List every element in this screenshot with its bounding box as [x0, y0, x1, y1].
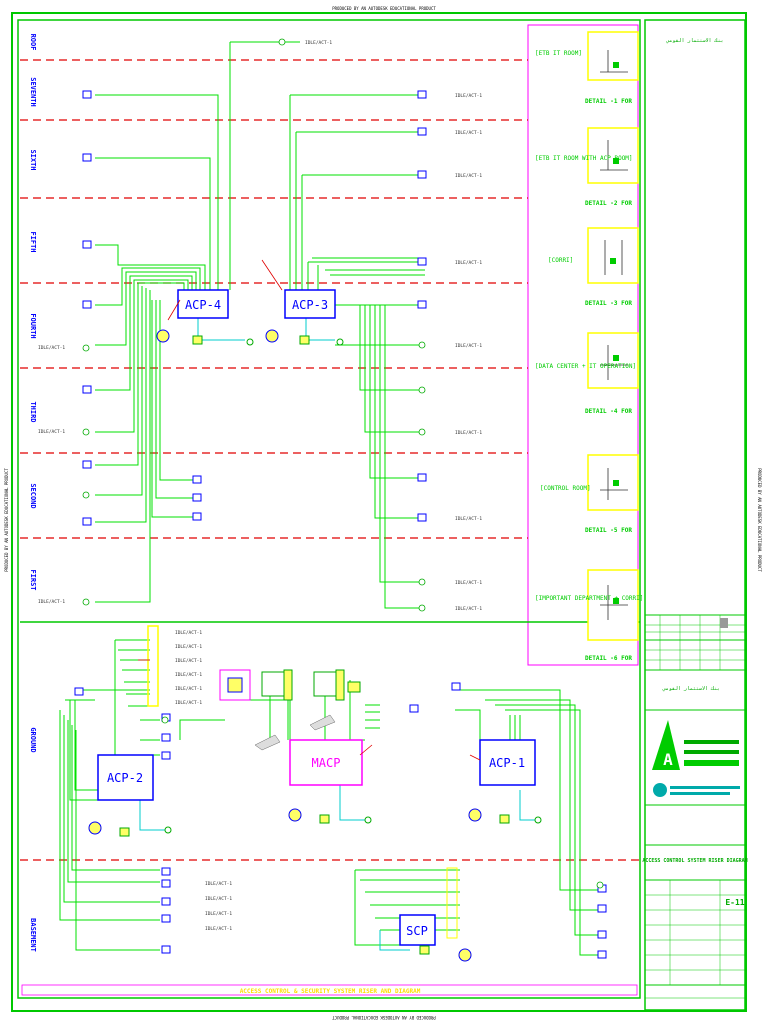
revision-stamp: [720, 618, 728, 628]
svg-text:IDLE/ACT-1: IDLE/ACT-1: [455, 580, 482, 586]
svg-text:IDLE/ACT-1: IDLE/ACT-1: [455, 260, 482, 266]
watermark-left: PRODUCED BY AN AUTODESK EDUCATIONAL PROD…: [4, 468, 9, 572]
detail-2-label: [ETB IT ROOM WITH ACP ROOM]: [535, 155, 633, 162]
drawing-title: ACCESS CONTROL SYSTEM RISER DIAGRAM: [642, 858, 747, 864]
floor-label-seventh: SEVENTH: [29, 77, 37, 107]
macp-label: MACP: [312, 756, 341, 770]
callout-lines: [138, 259, 481, 761]
svg-text:IDLE/ACT-1: IDLE/ACT-1: [455, 343, 482, 349]
detail-2: [ETB IT ROOM WITH ACP ROOM] DETAIL -2 FO…: [535, 127, 639, 207]
acp-4-label: ACP-4: [185, 298, 221, 312]
floor-label-first: FIRST: [29, 569, 37, 590]
scp-label: SCP: [406, 924, 428, 938]
detail-1: [ETB IT ROOM] DETAIL -1 FOR: [535, 31, 639, 105]
floor-label-roof: ROOF: [29, 34, 37, 51]
detail-5-label: [CONTROL ROOM]: [540, 485, 591, 492]
svg-text:IDLE/ACT-1: IDLE/ACT-1: [175, 672, 202, 678]
detail-6-ref: DETAIL -6 FOR: [585, 655, 632, 662]
watermark-top: PRODUCED BY AN AUTODESK EDUCATIONAL PROD…: [332, 6, 436, 11]
bottom-title-bar: [21, 984, 638, 996]
detail-3-ref: DETAIL -3 FOR: [585, 300, 632, 307]
ground-equipment: [147, 625, 458, 939]
floor-label-sixth: SIXTH: [29, 149, 37, 170]
acp-2-label: ACP-2: [107, 771, 143, 785]
detail-6-label: [IMPORTANT DEPARTMENT + CORRI]: [535, 595, 643, 602]
reader-symbols: [82, 38, 604, 889]
svg-text:IDLE/ACT-1: IDLE/ACT-1: [455, 516, 482, 522]
device-symbols: [74, 90, 607, 959]
project-name: بنك الاستثمار القومي: [662, 686, 720, 692]
riser-wiring: [59, 41, 600, 956]
drawing-border: [17, 19, 641, 999]
scp-panel: [399, 914, 436, 946]
acp-3-panel: [284, 289, 336, 319]
svg-text:IDLE/ACT-1: IDLE/ACT-1: [38, 599, 65, 605]
acp-2-panel: [97, 754, 154, 801]
svg-text:IDLE/ACT-1: IDLE/ACT-1: [205, 881, 232, 887]
svg-text:IDLE/ACT-1: IDLE/ACT-1: [175, 658, 202, 664]
floor-label-ground: GROUND: [29, 727, 37, 752]
acp-3-label: ACP-3: [292, 298, 328, 312]
floor-separators: [20, 59, 640, 861]
floor-label-fifth: FIFTH: [29, 231, 37, 252]
floor-label-second: SECOND: [29, 483, 37, 508]
detail-4: [DATA CENTER + IT OPERATION] DETAIL -4 F…: [535, 332, 639, 415]
acp-1-panel: [479, 739, 536, 786]
detail-6: [IMPORTANT DEPARTMENT + CORRI] DETAIL -6…: [535, 569, 643, 662]
svg-text:IDLE/ACT-1: IDLE/ACT-1: [455, 130, 482, 136]
svg-text:IDLE/ACT-1: IDLE/ACT-1: [175, 644, 202, 650]
sheet-outer-border: [11, 12, 747, 1012]
detail-1-label: [ETB IT ROOM]: [535, 50, 582, 57]
svg-text:IDLE/ACT-1: IDLE/ACT-1: [205, 911, 232, 917]
detail-5-ref: DETAIL -5 FOR: [585, 527, 632, 534]
detail-3: [CORRI] DETAIL -3 FOR: [548, 227, 639, 307]
detail-5: [CONTROL ROOM] DETAIL -5 FOR: [540, 454, 639, 534]
title-block: بنك الاستثمار القومي ب: [642, 38, 748, 999]
floor-label-fourth: FOURTH: [29, 313, 37, 338]
svg-text:IDLE/ACT-1: IDLE/ACT-1: [305, 40, 332, 46]
acp-1-label: ACP-1: [489, 756, 525, 770]
power-units: [88, 329, 542, 962]
svg-text:IDLE/ACT-1: IDLE/ACT-1: [38, 429, 65, 435]
watermark-bottom: PRODUCED BY AN AUTODESK EDUCATIONAL PROD…: [332, 1015, 436, 1020]
floor-label-third: THIRD: [29, 401, 37, 422]
macp-panel: [289, 739, 363, 786]
detail-4-ref: DETAIL -4 FOR: [585, 408, 632, 415]
svg-text:IDLE/ACT-1: IDLE/ACT-1: [455, 606, 482, 612]
svg-text:IDLE/ACT-1: IDLE/ACT-1: [455, 93, 482, 99]
owner-name: بنك الاستثمار القومي: [665, 38, 723, 44]
detail-1-ref: DETAIL -1 FOR: [585, 98, 632, 105]
svg-text:IDLE/ACT-1: IDLE/ACT-1: [455, 430, 482, 436]
detail-3-label: [CORRI]: [548, 257, 573, 264]
svg-text:IDLE/ACT-1: IDLE/ACT-1: [175, 630, 202, 636]
title-block-border: [644, 19, 746, 1011]
bottom-title: ACCESS CONTROL & SECURITY SYSTEM RISER A…: [240, 988, 421, 995]
svg-text:IDLE/ACT-1: IDLE/ACT-1: [455, 173, 482, 179]
details-column: [ETB IT ROOM] DETAIL -1 FOR [ETB IT ROOM…: [535, 31, 643, 662]
detail-4-label: [DATA CENTER + IT OPERATION]: [535, 363, 636, 370]
company-logo: A: [652, 720, 740, 797]
svg-text:IDLE/ACT-1: IDLE/ACT-1: [205, 896, 232, 902]
svg-text:IDLE/ACT-1: IDLE/ACT-1: [175, 700, 202, 706]
svg-text:IDLE/ACT-1: IDLE/ACT-1: [175, 686, 202, 692]
svg-text:IDLE/ACT-1: IDLE/ACT-1: [38, 345, 65, 351]
svg-text:IDLE/ACT-1: IDLE/ACT-1: [205, 926, 232, 932]
sheet-number: E-11: [725, 898, 744, 907]
detail-2-ref: DETAIL -2 FOR: [585, 200, 632, 207]
floor-label-basement: BASEMENT: [29, 918, 37, 952]
watermark-right: PRODUCED BY AN AUTODESK EDUCATIONAL PROD…: [757, 468, 762, 572]
svg-text:A: A: [663, 750, 673, 769]
